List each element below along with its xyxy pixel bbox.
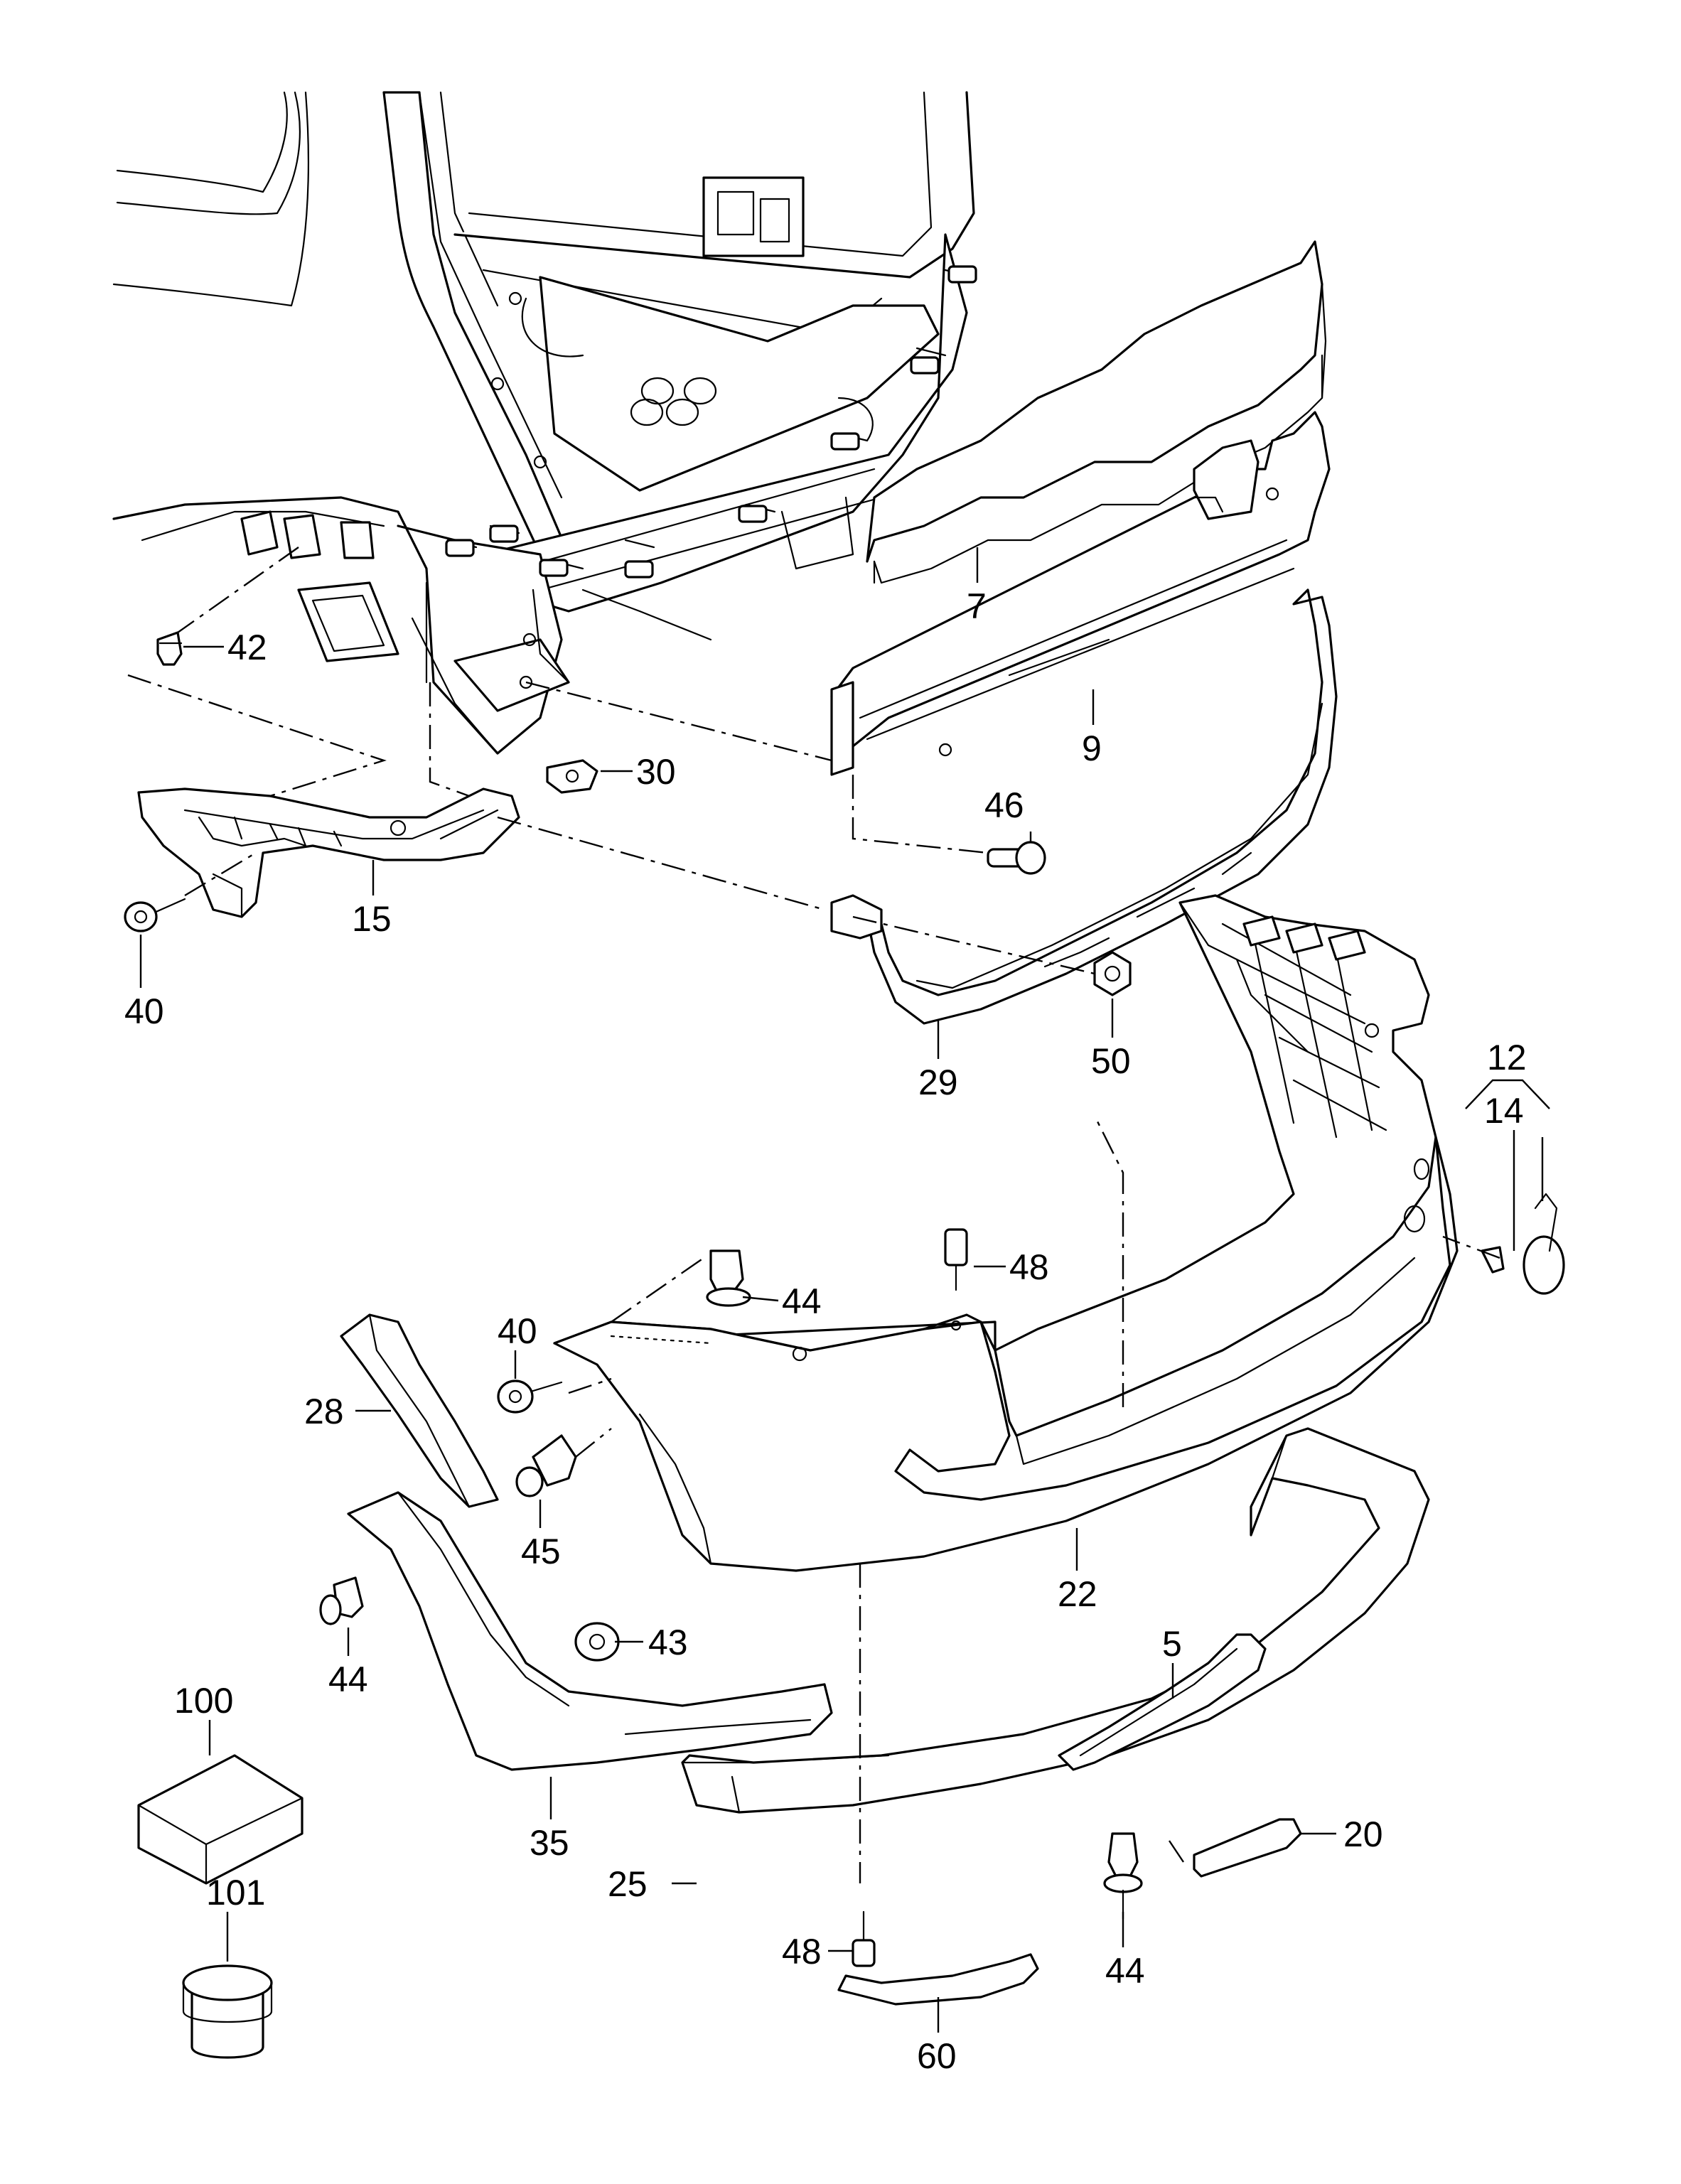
part-50-nut [1093, 951, 1132, 996]
part-44-rivet-a [706, 1249, 751, 1307]
part-40-screw-a [124, 898, 186, 932]
part-25-valance [681, 1427, 1430, 1814]
callout-labels: 7 9 42 30 46 15 40 29 50 12 14 48 44 40 … [124, 586, 1527, 2076]
callout-101: 101 [206, 1873, 265, 1913]
callout-15: 15 [352, 899, 392, 939]
callout-42: 42 [227, 628, 267, 667]
callout-44-top: 44 [782, 1281, 822, 1321]
part-100-pad [137, 1754, 304, 1885]
body-studs [445, 265, 977, 579]
callout-14: 14 [1484, 1091, 1524, 1131]
callout-50: 50 [1091, 1041, 1131, 1081]
part-30-clip [546, 759, 598, 794]
part-42-clip [156, 631, 183, 666]
callout-20: 20 [1343, 1814, 1383, 1854]
callout-28: 28 [304, 1392, 344, 1431]
part-43-clip [574, 1622, 620, 1662]
vehicle-rear-body [112, 91, 977, 755]
callout-48-top: 48 [1009, 1247, 1049, 1287]
part-15-bracket [137, 787, 520, 918]
callout-43: 43 [648, 1623, 688, 1662]
callout-44-left: 44 [328, 1659, 368, 1699]
part-44-rivet-b [319, 1576, 364, 1625]
callout-48-bottom: 48 [782, 1932, 822, 1971]
part-5-bracket [1058, 1633, 1267, 1771]
part-7-absorber [866, 240, 1327, 584]
part-45-clip [515, 1434, 577, 1497]
callout-9: 9 [1082, 728, 1102, 768]
callout-12: 12 [1487, 1038, 1527, 1077]
callout-29: 29 [918, 1063, 958, 1102]
callout-25: 25 [608, 1864, 648, 1904]
part-12-14-cap [1481, 1193, 1565, 1295]
part-28-side-trim [340, 1313, 499, 1508]
callout-44-bottom: 44 [1105, 1951, 1145, 1991]
part-60-trim-strip [837, 1953, 1039, 2006]
part-101-cap [182, 1964, 273, 2059]
callout-100: 100 [174, 1681, 233, 1721]
callout-30: 30 [636, 752, 676, 792]
callout-46: 46 [984, 785, 1024, 825]
fasteners [124, 631, 1143, 1967]
part-46-bolt [987, 841, 1046, 875]
leader-lines [139, 547, 1550, 2033]
part-20-reflector [1193, 1818, 1302, 1878]
part-40-screw-b [497, 1379, 563, 1414]
callout-22: 22 [1058, 1574, 1097, 1614]
assembly-lines [127, 547, 1500, 1883]
callout-35: 35 [530, 1823, 569, 1863]
callout-40-top: 40 [124, 991, 164, 1031]
part-35-lower-trim [347, 1491, 833, 1771]
part-9-carrier [830, 411, 1331, 776]
part-44-rivet-c [1103, 1832, 1143, 1920]
callout-45: 45 [521, 1532, 561, 1571]
callout-60: 60 [917, 2036, 957, 2076]
callout-7: 7 [967, 586, 987, 626]
callout-40-mid: 40 [498, 1311, 537, 1351]
part-48-bolt-a [944, 1228, 968, 1291]
part-48-bolt-b [852, 1910, 876, 1967]
callout-5: 5 [1162, 1624, 1182, 1664]
